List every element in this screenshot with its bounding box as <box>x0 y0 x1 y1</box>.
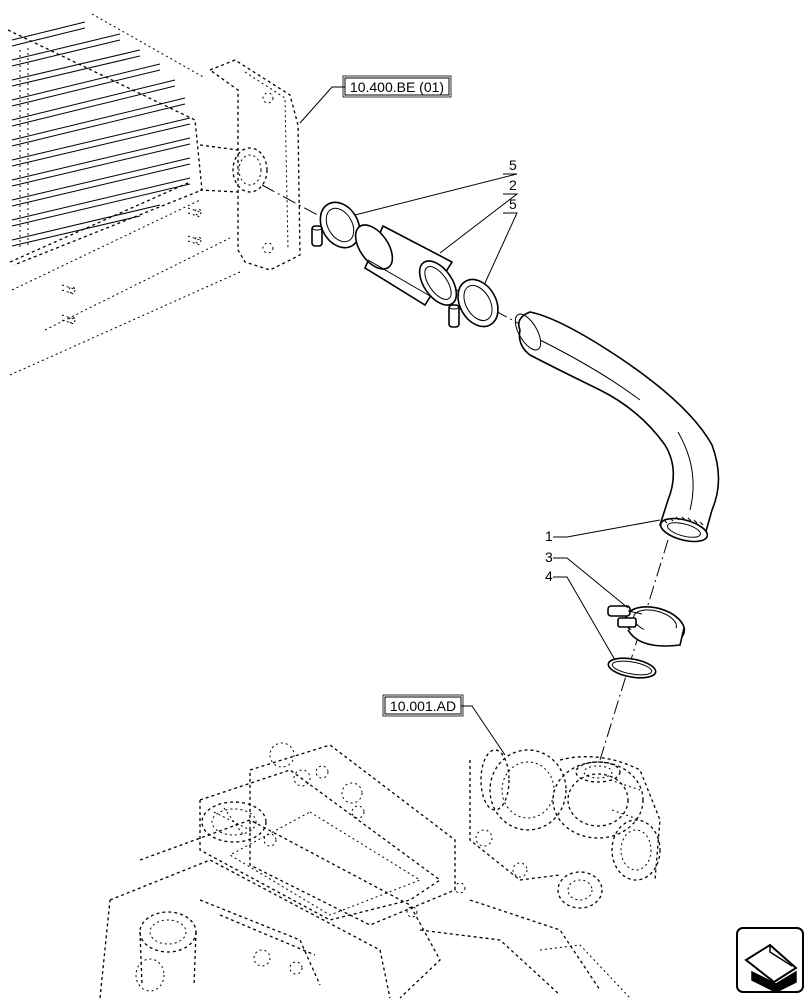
reference-engine[interactable]: 10.001.AD <box>382 694 506 756</box>
callout-3: 3 <box>545 549 553 565</box>
charge-air-hose <box>514 311 720 543</box>
hose-clamp-upper <box>311 201 361 249</box>
engine-assembly <box>99 742 661 999</box>
callouts: 5 2 5 1 3 4 <box>354 157 661 661</box>
reference-engine-label: 10.001.AD <box>390 698 456 714</box>
callout-1: 1 <box>545 528 553 544</box>
hose-sleeve <box>354 224 458 307</box>
charge-air-cooler <box>7 13 301 376</box>
reference-cooler[interactable]: 10.400.BE (01) <box>299 75 452 124</box>
reference-cooler-label: 10.400.BE (01) <box>350 79 444 95</box>
callout-2: 2 <box>509 177 517 193</box>
callout-4: 4 <box>545 568 553 584</box>
assembly-axis-lower <box>599 539 669 761</box>
cooler-fins <box>11 21 191 250</box>
callout-5-upper: 5 <box>509 157 517 173</box>
callout-5-lower: 5 <box>509 196 517 212</box>
hose-clamp-lower <box>448 278 499 328</box>
next-page-arrow-icon[interactable] <box>736 927 804 993</box>
v-band-clamp <box>607 605 686 647</box>
o-ring-seal <box>607 657 657 679</box>
